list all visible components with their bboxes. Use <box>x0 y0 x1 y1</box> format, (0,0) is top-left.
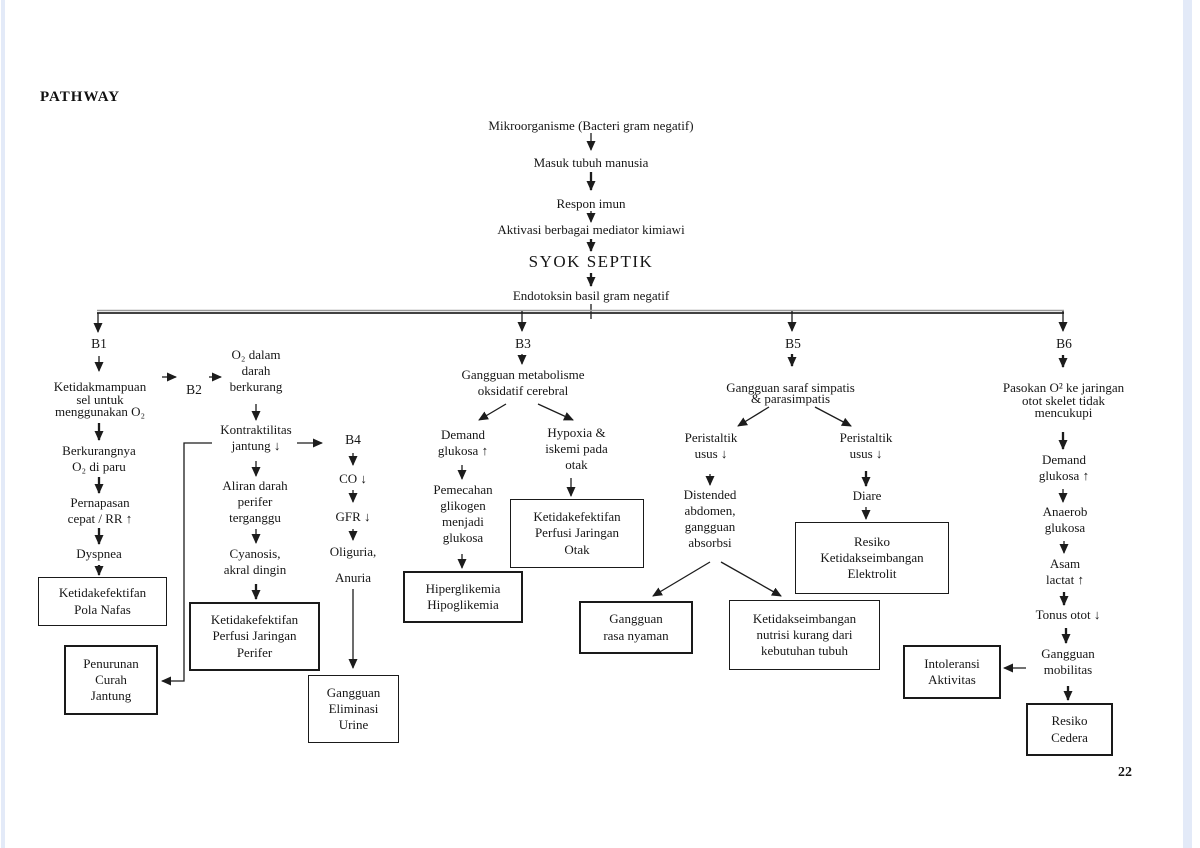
label-b2: B2 <box>186 382 202 397</box>
node-oliguria: Oliguria, <box>329 544 377 559</box>
node-masuk-tubuh: Masuk tubuh manusia <box>533 155 649 170</box>
node-endotoksin: Endotoksin basil gram negatif <box>512 288 670 303</box>
box-ketidakefektifan-perfusi-perifer: Ketidakefektifan Perfusi Jaringan Perife… <box>189 602 320 671</box>
node-asam-lactat: Asam lactat ↑ <box>1046 556 1084 587</box>
node-respon-imun: Respon imun <box>556 196 626 211</box>
label-b5: B5 <box>785 336 801 351</box>
page-number: 22 <box>1118 765 1132 780</box>
node-diare: Diare <box>852 488 882 503</box>
node-dyspnea: Dyspnea <box>76 546 122 561</box>
label-b6: B6 <box>1056 336 1072 351</box>
node-ketidakmampuan-o2: Ketidakmampuan sel untuk menggunakan O₂ <box>53 379 147 420</box>
node-cyanosis-akral: Cyanosis, akral dingin <box>223 546 287 577</box>
box-penurunan-curah-jantung: Penurunan Curah Jantung <box>64 645 158 715</box>
node-kontraktilitas-jantung: Kontraktilitas jantung ↓ <box>220 422 292 453</box>
node-pernapasan-cepat: Pernapasan cepat / RR ↑ <box>67 495 133 526</box>
node-gfr-turun: GFR ↓ <box>335 509 371 524</box>
page-edge-left <box>1 0 5 848</box>
box-hiperglikemia-hipoglikemia: Hiperglikemia Hipoglikemia <box>403 571 523 623</box>
node-demand-glukosa-b3: Demand glukosa ↑ <box>437 427 489 458</box>
node-syok-septik: SYOK SEPTIK <box>528 252 654 271</box>
box-ketidakefektifan-perfusi-otak: Ketidakefektifan Perfusi Jaringan Otak <box>510 499 644 568</box>
node-aliran-darah-perifer: Aliran darah perifer terganggu <box>222 478 288 525</box>
box-intoleransi-aktivitas: Intoleransi Aktivitas <box>903 645 1001 699</box>
node-peristaltik-usus-kanan: Peristaltik usus ↓ <box>839 430 893 461</box>
box-resiko-cedera: Resiko Cedera <box>1026 703 1113 756</box>
node-anuria: Anuria <box>334 570 372 585</box>
label-b4: B4 <box>345 432 361 447</box>
box-ketidakefektifan-pola-nafas: Ketidakefektifan Pola Nafas <box>38 577 167 626</box>
node-anaerob-glukosa: Anaerob glukosa <box>1042 504 1088 535</box>
node-distended-abdomen: Distended abdomen, gangguan absorbsi <box>683 487 737 550</box>
node-gangguan-saraf: Gangguan saraf simpatis & parasimpatis <box>726 380 855 406</box>
node-gangguan-metabolisme: Gangguan metabolisme oksidatif cerebral <box>461 367 585 398</box>
box-gangguan-rasa-nyaman: Gangguan rasa nyaman <box>579 601 693 654</box>
page-edge-right <box>1183 0 1192 848</box>
node-aktivasi-mediator: Aktivasi berbagai mediator kimiawi <box>497 222 685 237</box>
node-peristaltik-usus-kiri: Peristaltik usus ↓ <box>684 430 738 461</box>
node-demand-glukosa-b6: Demand glukosa ↑ <box>1038 452 1090 483</box>
node-berkurangnya-o2: Berkurangnya O₂ di paru <box>62 443 136 474</box>
node-gangguan-mobilitas: Gangguan mobilitas <box>1041 646 1095 677</box>
label-b1: B1 <box>91 336 107 351</box>
node-mikroorganisme: Mikroorganisme (Bacteri gram negatif) <box>488 118 694 133</box>
node-o2-dalam-darah: O₂ dalam darah berkurang <box>229 347 283 394</box>
node-co-turun: CO ↓ <box>339 471 367 486</box>
label-b3: B3 <box>515 336 531 351</box>
box-resiko-ketidakseimbangan-elektrolit: Resiko Ketidakseimbangan Elektrolit <box>795 522 949 594</box>
node-tonus-otot: Tonus otot ↓ <box>1035 607 1101 622</box>
node-pasokan-o2-jaringan: Pasokan O² ke jaringan otot skelet tidak… <box>1002 380 1125 421</box>
node-pemecahan-glikogen: Pemecahan glikogen menjadi glukosa <box>433 482 493 545</box>
box-gangguan-eliminasi-urine: Gangguan Eliminasi Urine <box>308 675 399 743</box>
box-ketidakseimbangan-nutrisi: Ketidakseimbangan nutrisi kurang dari ke… <box>729 600 880 670</box>
page-title: PATHWAY <box>40 89 121 105</box>
node-hypoxia-iskemi: Hypoxia & iskemi pada otak <box>545 425 608 472</box>
